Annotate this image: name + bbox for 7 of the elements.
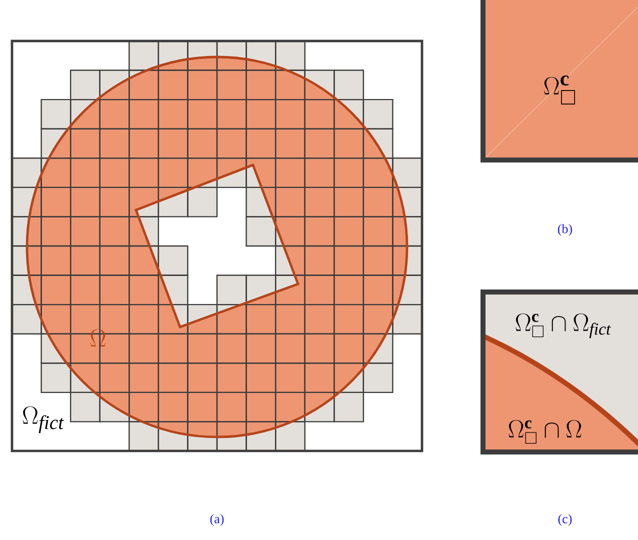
math-label: $\Omega_{\mathit{fict}}$: [22, 406, 64, 434]
math-label: $\Omega_{\square}^{\mathbf{c}}\cap\Omega_{\mathit{fict}}$: [516, 313, 612, 338]
panel-caption: (a): [210, 514, 224, 526]
panel-caption: (c): [558, 514, 572, 526]
math-label: $\Omega_{\square}^{\mathbf{c}}$: [544, 75, 576, 105]
panel-caption: (b): [558, 224, 572, 236]
math-label: $\Omega_{\square}^{\mathbf{c}}\cap\Omega$: [508, 420, 582, 444]
